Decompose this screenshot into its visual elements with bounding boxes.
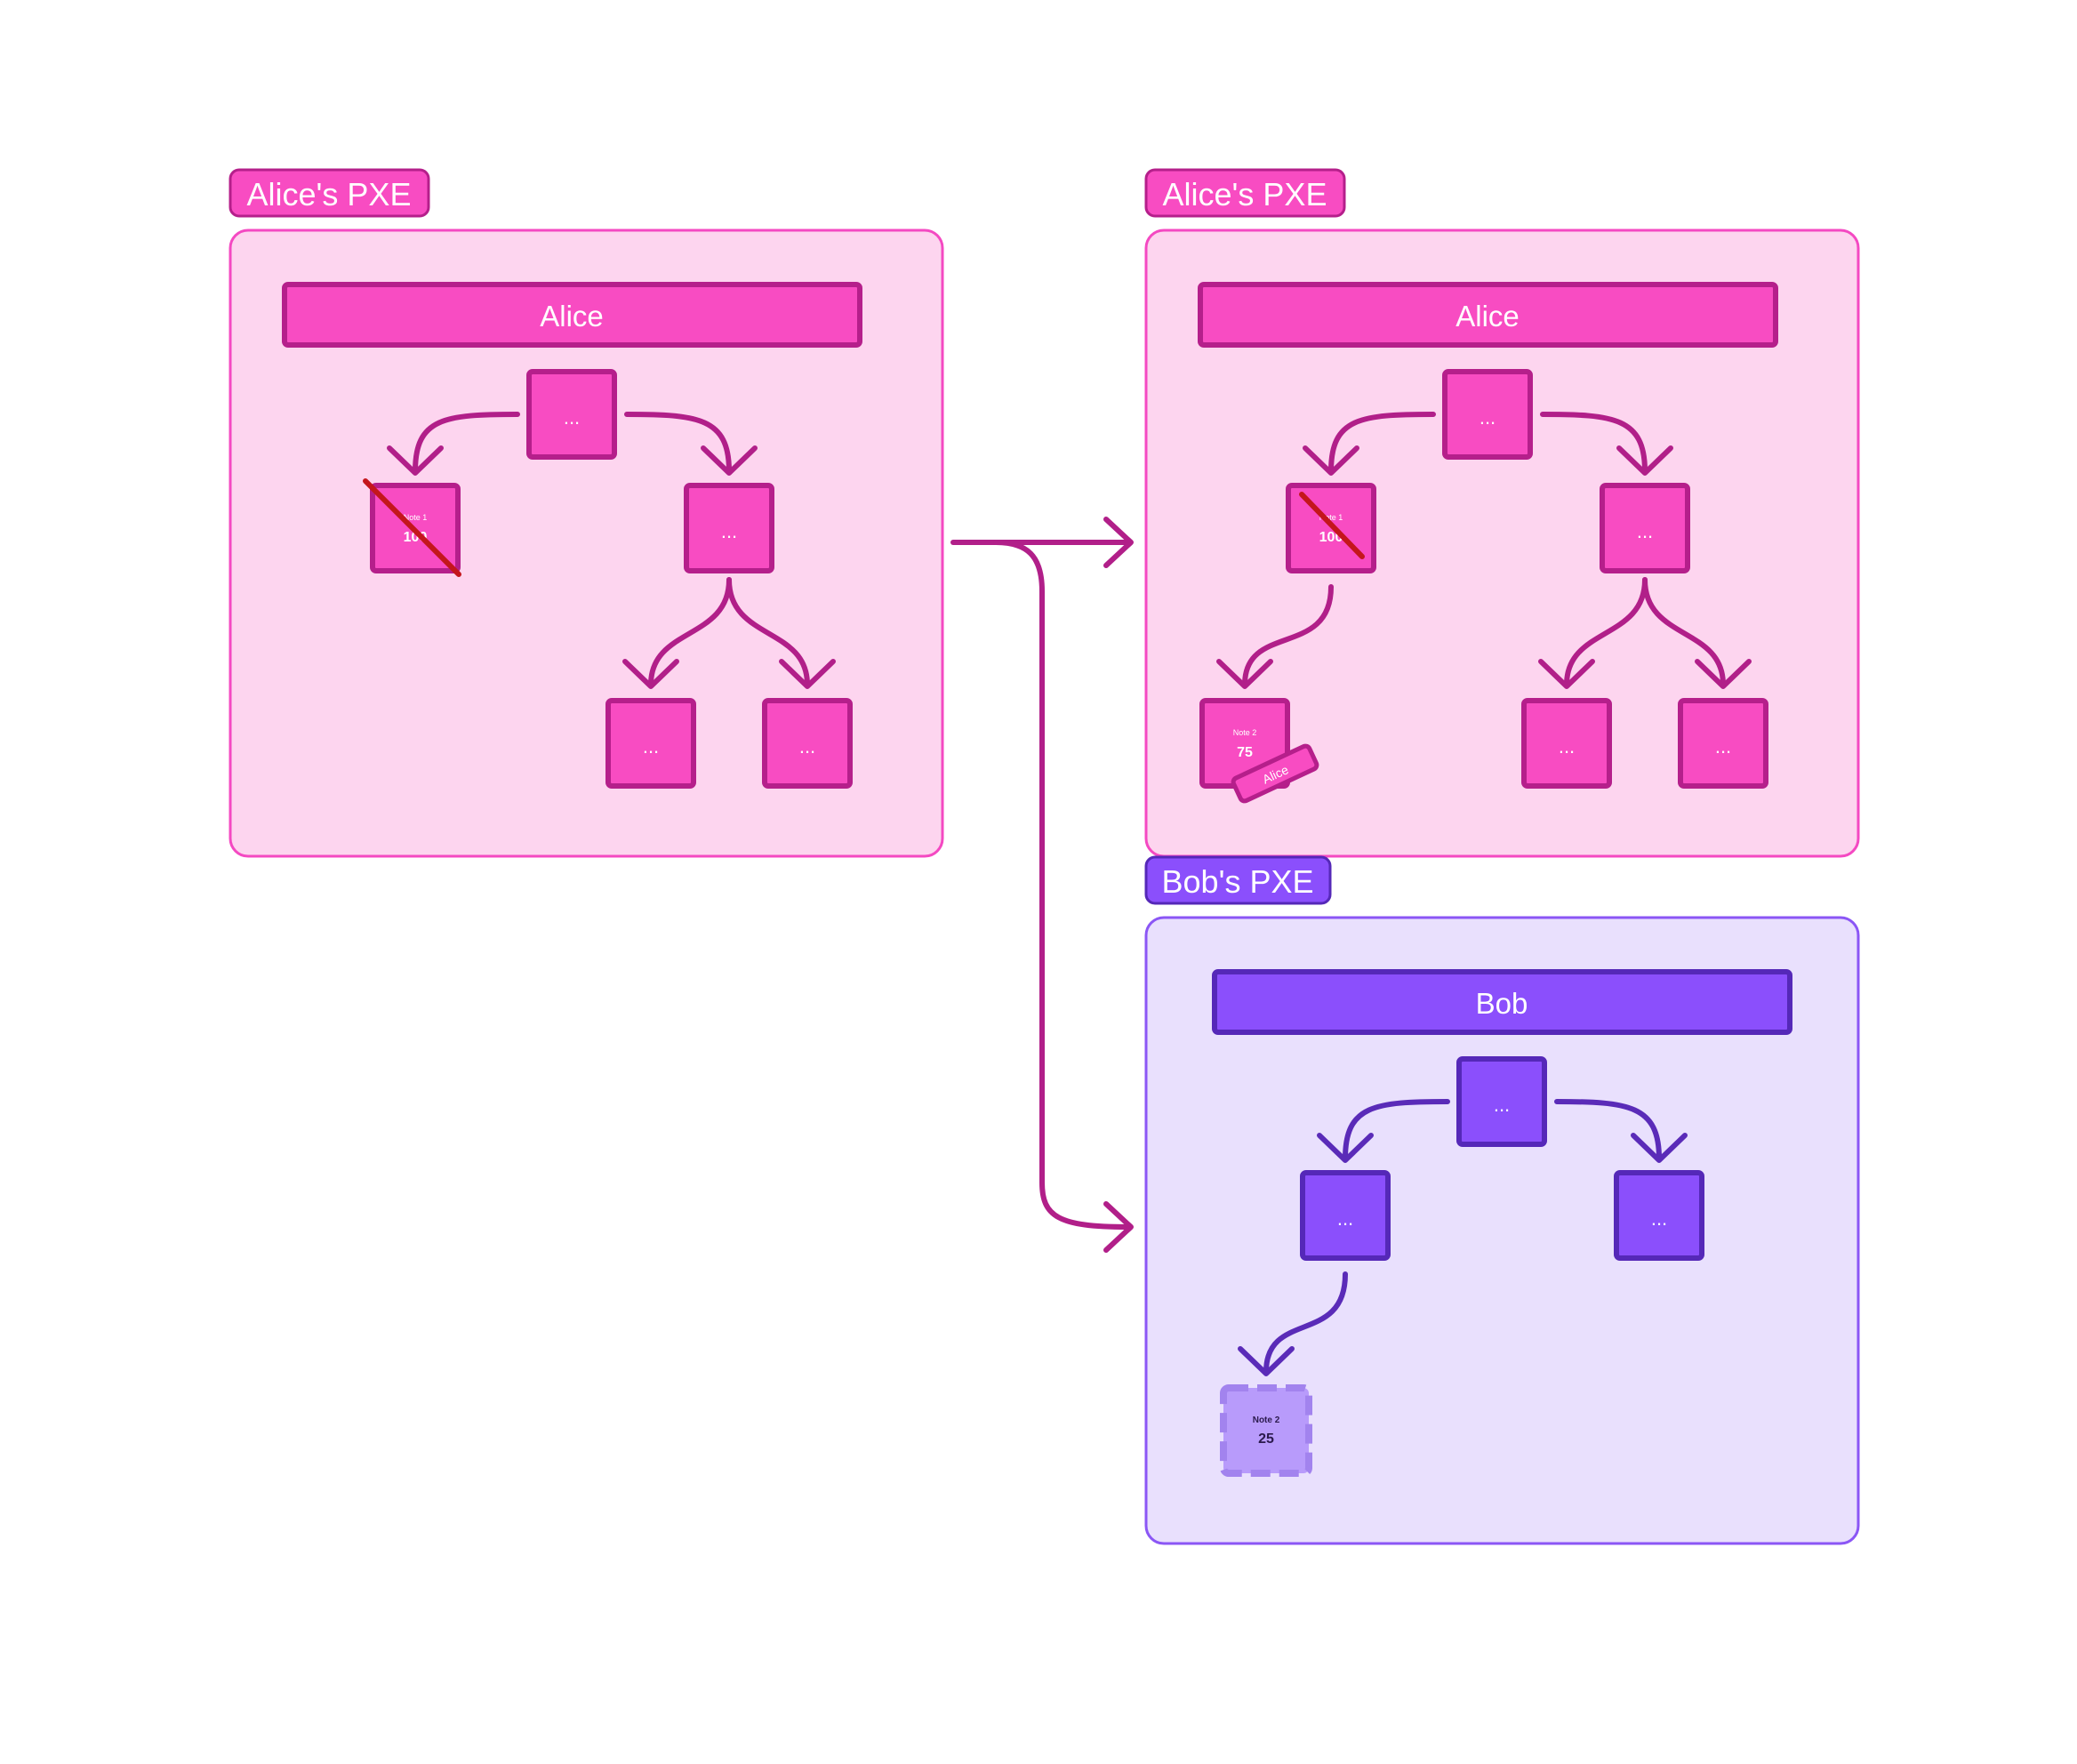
panel-tag: Alice's PXE	[1144, 168, 1346, 218]
note-value: 75	[1237, 745, 1253, 760]
panel-tag-text: Bob's PXE	[1162, 863, 1314, 900]
note-label: Note 2	[1253, 1415, 1280, 1425]
pending-note-node: Note 2 25	[1220, 1384, 1312, 1477]
tree-edge-arrow	[1216, 584, 1334, 689]
note-label: Note 1	[404, 513, 428, 522]
node-ellipsis: ...	[1715, 735, 1731, 758]
tree-edge-arrow	[726, 577, 836, 689]
node-ellipsis: ...	[799, 735, 815, 758]
tree-edge-arrow	[387, 412, 520, 476]
owner-tag: Alice	[1231, 743, 1319, 804]
tree-node: ...	[605, 698, 696, 789]
panel-tag-text: Alice's PXE	[1163, 176, 1327, 212]
node-ellipsis: ...	[1494, 1094, 1510, 1116]
node-ellipsis: ...	[1637, 520, 1653, 542]
tree-node: ...	[1456, 1056, 1547, 1147]
tree-edge-arrow	[1317, 1099, 1450, 1163]
note-value: 25	[1258, 1431, 1274, 1447]
node-ellipsis: ...	[1480, 406, 1496, 429]
tree-node: ...	[762, 698, 853, 789]
note-label: Note 1	[1319, 513, 1343, 522]
transfer-arrows	[950, 517, 1134, 1253]
account-header-bar: Bob	[1212, 969, 1792, 1035]
nullifier-strike	[1299, 492, 1365, 559]
tree-node: ...	[1614, 1170, 1704, 1261]
nullified-note-node: Note 1 100	[363, 478, 461, 577]
transfer-arrow-to-alice	[950, 517, 1134, 568]
account-header-text: Alice	[1456, 300, 1520, 333]
tree-node: ...	[1600, 483, 1690, 573]
tree-edge-arrow	[1554, 1099, 1688, 1163]
node-ellipsis: ...	[721, 520, 737, 542]
tree-edge-arrow	[624, 412, 758, 476]
tree-node: ...	[526, 369, 617, 460]
alice-pxe-after-panel: Alice's PXE Alice	[1144, 168, 1860, 858]
node-ellipsis: ...	[1337, 1207, 1353, 1230]
bob-pxe-panel: Bob's PXE Bob ...	[1144, 855, 1860, 1545]
tree-node: ...	[1300, 1170, 1391, 1261]
alice-pxe-before-panel: Alice's PXE Alice	[229, 168, 944, 858]
node-ellipsis: ...	[643, 735, 659, 758]
account-header-text: Alice	[540, 300, 604, 333]
note-label: Note 2	[1233, 728, 1257, 737]
account-header-text: Bob	[1476, 987, 1528, 1020]
tree-node: ...	[1678, 698, 1768, 789]
node-ellipsis: ...	[564, 406, 580, 429]
panel-tag: Bob's PXE	[1144, 855, 1332, 905]
panel-tag: Alice's PXE	[229, 168, 430, 218]
nullifier-strike	[363, 478, 461, 577]
tree-node: ...	[1521, 698, 1612, 789]
transfer-arrow-to-bob	[993, 540, 1134, 1253]
account-header-bar: Alice	[1198, 282, 1778, 348]
tree-edge-arrow	[1540, 412, 1673, 476]
tree-node: ...	[1442, 369, 1533, 460]
panel-frame	[1144, 916, 1860, 1545]
tree-edge-arrow	[1303, 412, 1436, 476]
node-ellipsis: ...	[1651, 1207, 1667, 1230]
tree-edge-arrow	[1538, 577, 1648, 689]
tree-edge-arrow	[1642, 577, 1752, 689]
change-note-node: Note 2 75 Alice	[1199, 698, 1319, 804]
nullified-note-node: Note 1 100	[1286, 483, 1376, 573]
node-ellipsis: ...	[1559, 735, 1575, 758]
tree-edge-arrow	[1238, 1271, 1348, 1376]
tree-edge-arrow	[622, 577, 732, 689]
panel-tag-text: Alice's PXE	[247, 176, 412, 212]
tree-node: ...	[684, 483, 774, 573]
account-header-bar: Alice	[282, 282, 862, 348]
